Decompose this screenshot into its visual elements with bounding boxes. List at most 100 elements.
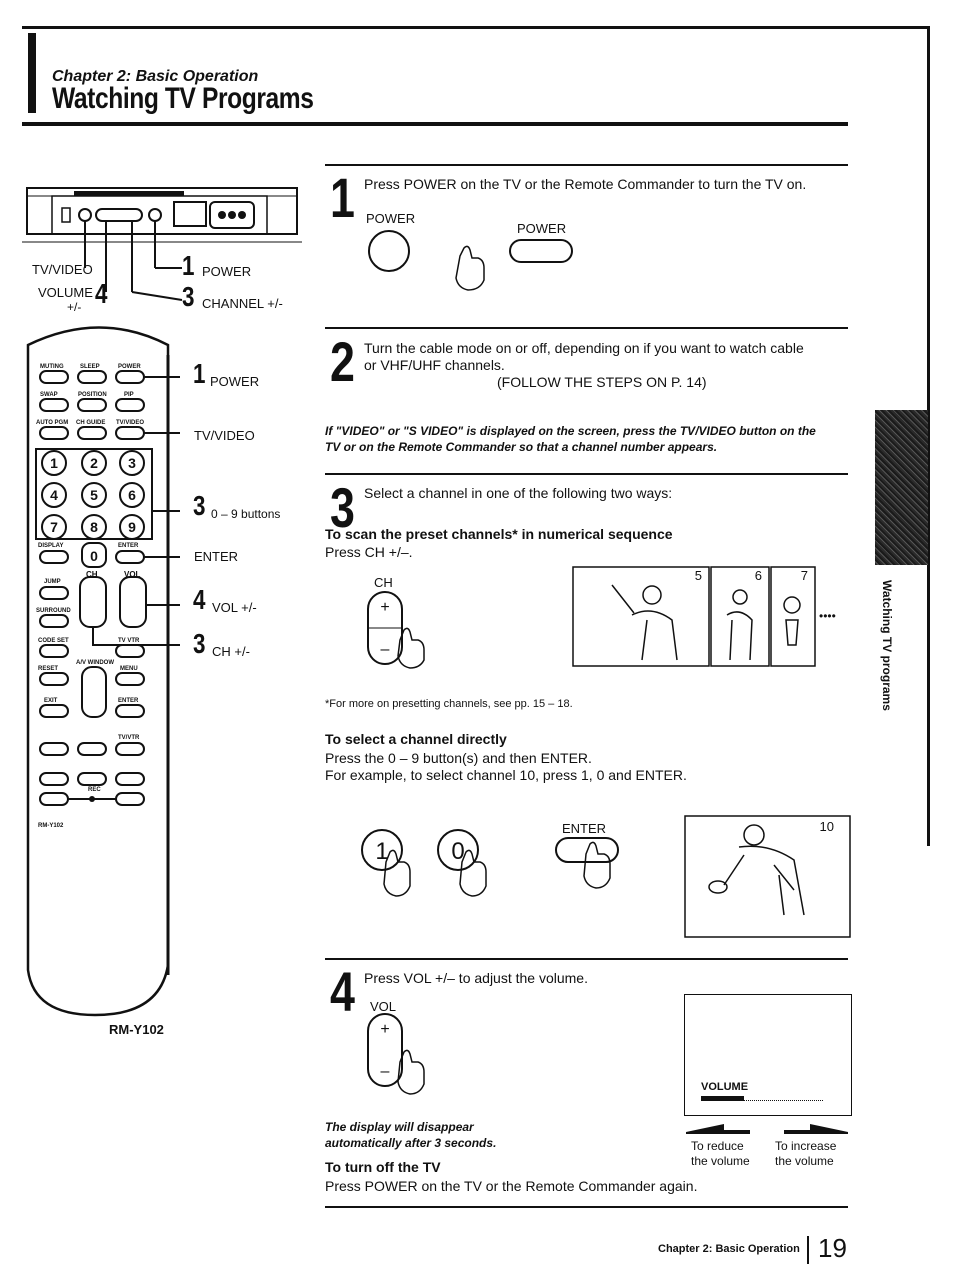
step1-power-label-b: POWER (517, 221, 567, 236)
scan-heading: To scan the preset channels* in numerica… (325, 526, 673, 542)
enter-callout: ENTER (194, 549, 239, 564)
footer-chapter: Chapter 2: Basic Operation (658, 1243, 800, 1255)
key-position: POSITION (78, 392, 107, 398)
screen-num-6: 6 (755, 568, 762, 583)
ch-rocker-illustration: + – (367, 591, 425, 669)
tv-front-panel-illustration (22, 187, 302, 301)
direct-digit-0: 0 (451, 838, 464, 865)
hand-pointer-icon (397, 627, 425, 669)
chapter-subtitle: Chapter 2: Basic Operation (52, 68, 259, 85)
volume-osd-screen: VOLUME (684, 994, 852, 1116)
step3-text: Select a channel in one of the following… (364, 485, 673, 501)
digit-7: 7 (50, 519, 58, 535)
step4-number: 4 (330, 960, 355, 1023)
key-menu: MENU (120, 666, 138, 672)
arrow-left-icon (686, 1124, 750, 1134)
key-enter: ENTER (118, 543, 139, 549)
digit-8: 8 (90, 519, 98, 535)
ch-callout: CH +/- (212, 644, 250, 659)
key-av-window: A/V WINDOW (76, 660, 114, 666)
hand-pointer-icon (383, 849, 411, 897)
key-ch: CH (86, 570, 98, 579)
footer-divider (807, 1236, 809, 1264)
key-jump: JUMP (44, 579, 61, 585)
step1-power-label-a: POWER (366, 211, 416, 226)
screen-num-10: 10 (820, 819, 834, 834)
presetting-footnote: *For more on presetting channels, see pp… (325, 698, 573, 710)
side-tab (875, 410, 928, 565)
right-rule (927, 26, 930, 846)
header-rule (22, 122, 848, 126)
hand-pointer-icon (459, 849, 487, 897)
step2-text-line2: or VHF/UHF channels. (364, 357, 505, 373)
top-rule (22, 26, 930, 29)
callout-3-tv: 3 (182, 281, 195, 312)
digit-1: 1 (50, 455, 58, 471)
key-display: DISPLAY (38, 543, 63, 549)
step2-rule (325, 327, 848, 329)
key-surround: SURROUND (36, 608, 71, 614)
direct-text-line2: For example, to select channel 10, press… (325, 767, 687, 783)
key-power: POWER (118, 364, 141, 370)
increase-volume-note: To increase the volume (775, 1139, 836, 1169)
svg-text:+: + (380, 1021, 389, 1038)
step2-number: 2 (330, 330, 355, 393)
osd-volume-label: VOLUME (701, 1081, 749, 1093)
screen-ellipsis: •••• (819, 609, 836, 623)
reduce-line1: To reduce (691, 1139, 744, 1153)
key-reset: RESET (38, 666, 58, 672)
reduce-volume-note: To reduce the volume (691, 1139, 750, 1169)
volume-pm-label: +/- (67, 300, 82, 314)
callout-1-tv: 1 (182, 250, 195, 281)
remote-small-model: RM-Y102 (38, 823, 64, 829)
screen-num-5: 5 (695, 568, 702, 583)
step1-rule (325, 164, 848, 166)
direct-text-line1: Press the 0 – 9 button(s) and then ENTER… (325, 750, 592, 766)
bottom-rule (325, 1206, 848, 1208)
buttons-callout: 0 – 9 buttons (211, 507, 281, 521)
svg-text:–: – (381, 1063, 390, 1080)
channel10-screen-illustration: 10 (684, 815, 851, 938)
callout-4-tv: 4 (95, 278, 108, 309)
callout-3-ch: 3 (193, 628, 206, 659)
side-tab-label: Watching TV programs (872, 580, 902, 720)
step2-text-line1: Turn the cable mode on or off, depending… (364, 340, 804, 356)
key-tv-vtr2: TV/VTR (118, 735, 140, 741)
tv-video-label: TV/VIDEO (32, 262, 93, 277)
callout-1-remote: 1 (193, 358, 206, 389)
step4-note-line1: The display will disappear (325, 1120, 474, 1134)
volume-bar-fill (701, 1096, 744, 1101)
page-number: 19 (818, 1233, 847, 1263)
digit-5: 5 (90, 487, 98, 503)
power-callout: POWER (210, 374, 260, 389)
key-tv-video: TV/VIDEO (116, 420, 144, 426)
digit-4: 4 (50, 487, 58, 503)
step1-power-illustration (368, 230, 573, 291)
volume-bar-track (701, 1096, 823, 1101)
hand-pointer-icon (455, 245, 485, 291)
step2-follow: (FOLLOW THE STEPS ON P. 14) (497, 374, 707, 390)
step3-rule (325, 473, 848, 475)
digit-0: 0 (90, 548, 98, 564)
step1-number: 1 (330, 166, 355, 229)
channel-screens-illustration: 5 6 7 •••• (572, 566, 836, 667)
key-enter2: ENTER (118, 698, 139, 704)
reduce-line2: the volume (691, 1154, 750, 1168)
svg-text:–: – (381, 641, 390, 658)
increase-line1: To increase (775, 1139, 837, 1153)
vol-rocker-illustration: + – (367, 1013, 425, 1095)
enter-label: ENTER (562, 821, 607, 836)
increase-line2: the volume (775, 1154, 834, 1168)
key-pip: PIP (124, 392, 134, 398)
remote-model-label: RM-Y102 (109, 1022, 164, 1037)
remote-commander-illustration: MUTING SLEEP POWER SWAP POSITION PIP AUT… (26, 326, 180, 1017)
key-code-set: CODE SET (38, 638, 69, 644)
callout-4-vol: 4 (193, 584, 206, 615)
key-auto-pgm: AUTO PGM (36, 420, 68, 426)
hand-pointer-icon (397, 1049, 425, 1095)
step4-rule (325, 958, 848, 960)
step2-note-line2: TV or on the Remote Commander so that a … (325, 440, 718, 454)
vol-callout: VOL +/- (212, 600, 257, 615)
direct-select-illustration: 1 0 (361, 829, 619, 897)
volume-arrows-illustration (686, 1124, 848, 1134)
